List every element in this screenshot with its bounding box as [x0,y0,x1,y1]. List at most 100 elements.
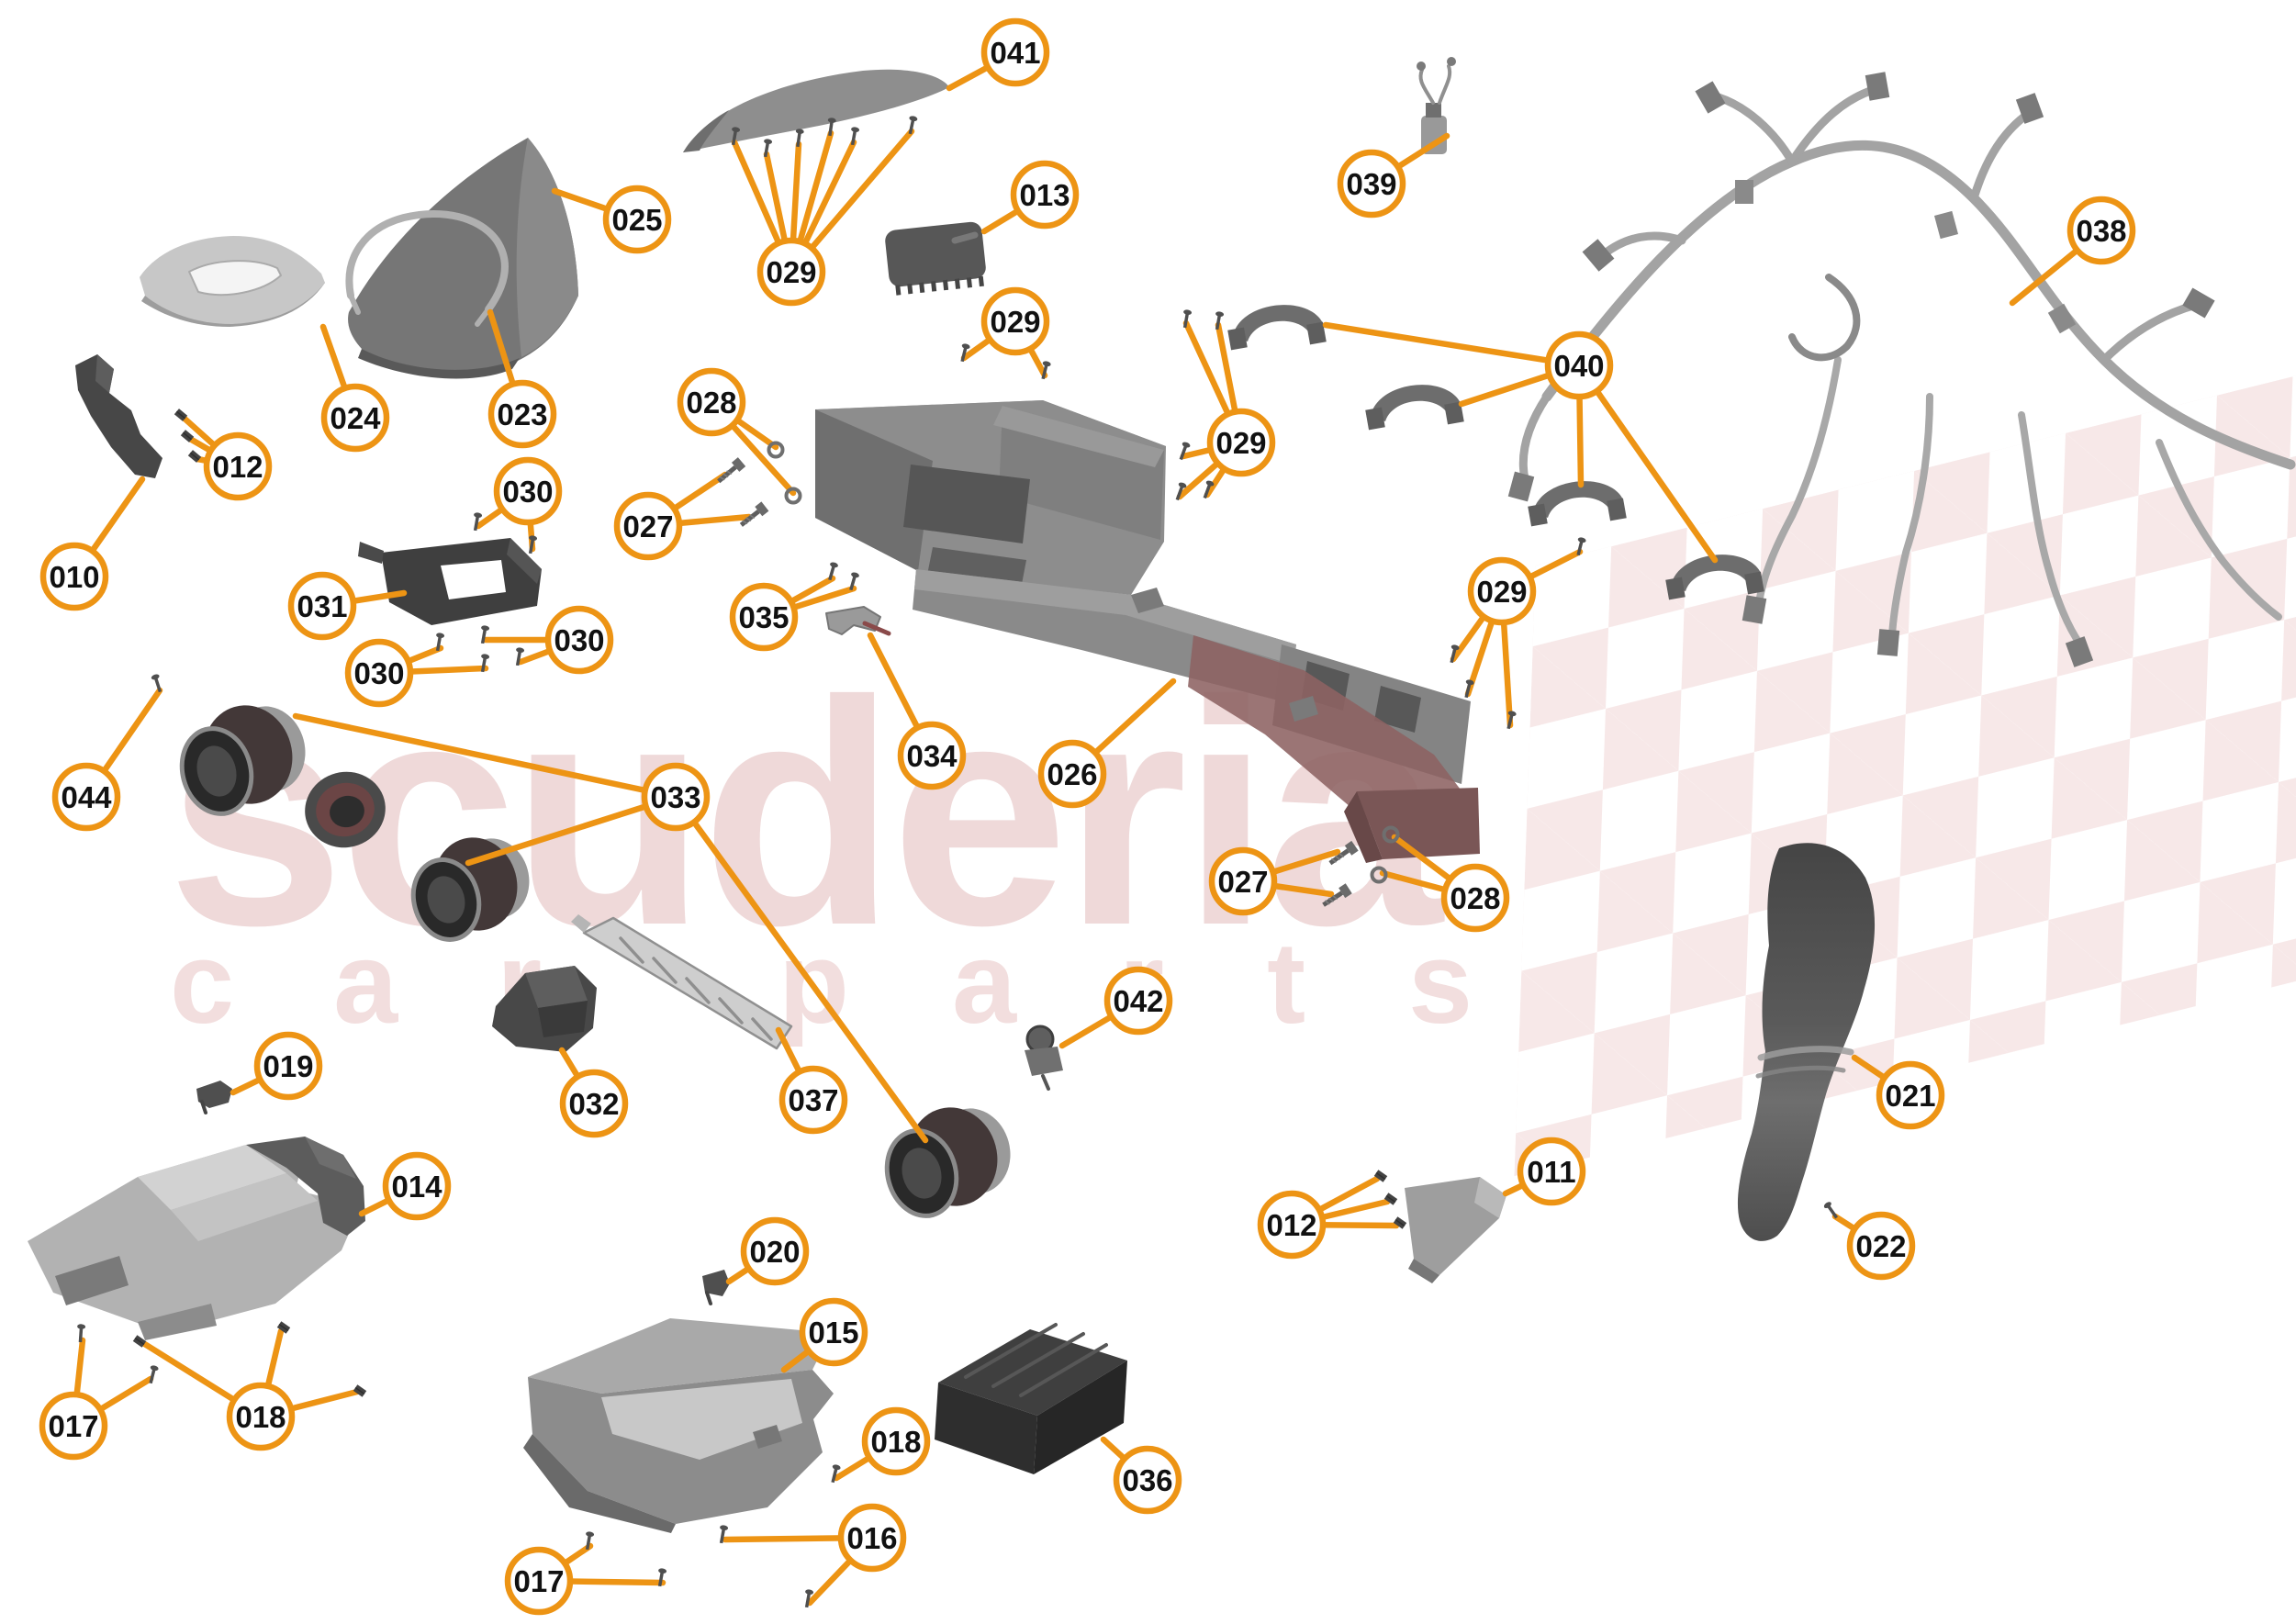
part-shape [1233,305,1323,342]
part-shape [1025,1047,1063,1076]
part-shape [702,1270,730,1296]
callout-019[interactable]: 019 [253,1031,323,1101]
part-sensor-042[interactable] [1025,1025,1063,1091]
part-tweeter-panel-011[interactable] [1405,1177,1506,1283]
part-bracket-020[interactable] [702,1270,730,1305]
callout-027[interactable]: 027 [1208,846,1278,916]
part-woofer-speaker-1[interactable] [173,695,315,822]
callout-033[interactable]: 033 [641,762,711,832]
callout-041[interactable]: 041 [980,17,1050,87]
fastener-pin [719,1525,729,1544]
callout-017[interactable]: 017 [504,1546,574,1616]
callout-018[interactable]: 018 [861,1406,931,1476]
part-shape [2015,93,2044,124]
part-woofer-speaker-4[interactable] [878,1097,1020,1224]
part-shape [753,1425,782,1449]
callout-025[interactable]: 025 [602,185,672,254]
part-bracket-040-b[interactable] [1365,385,1464,431]
callout-026[interactable]: 026 [1037,739,1107,809]
callout-028[interactable]: 028 [1440,863,1510,933]
part-wiring-harness-038[interactable] [1507,72,2296,667]
part-trim-ring-023[interactable] [345,210,509,327]
callout-028[interactable]: 028 [677,367,746,437]
callout-021[interactable]: 021 [1876,1060,1945,1130]
callout-035[interactable]: 035 [729,582,799,652]
svg-text:014: 014 [391,1170,442,1204]
part-bracket-strip-012[interactable] [75,354,162,478]
part-shape [1474,1177,1506,1218]
svg-text:015: 015 [808,1316,858,1350]
fastener-pin [77,1324,86,1343]
part-shape [305,1137,356,1179]
callout-010[interactable]: 010 [39,542,109,611]
callout-040[interactable]: 040 [1544,330,1614,400]
part-shape [1447,57,1456,66]
callout-044[interactable]: 044 [51,762,121,832]
part-shape [1755,356,1842,606]
callout-042[interactable]: 042 [1103,966,1173,1036]
callout-034[interactable]: 034 [897,721,967,790]
part-ecu-module-036[interactable] [935,1323,1127,1474]
part-connector-039[interactable] [1417,57,1456,154]
part-speaker-sleeve-2[interactable] [297,763,394,857]
part-shape [1757,1046,1854,1061]
callout-027[interactable]: 027 [613,491,683,561]
part-retainer-034[interactable] [825,606,891,636]
callout-018[interactable]: 018 [226,1382,296,1451]
part-shape [1507,471,1535,502]
fastener-pin [480,625,490,644]
part-pillar-trim-021[interactable] [1737,843,1876,1241]
callout-016[interactable]: 016 [837,1503,907,1573]
callout-029[interactable]: 029 [1206,408,1276,477]
fastener-pin [585,1531,595,1551]
part-shape [1438,64,1452,105]
part-lattice-rail-037[interactable] [571,914,793,1050]
callout-012[interactable]: 012 [203,431,273,501]
callout-029[interactable]: 029 [1467,556,1537,626]
callout-039[interactable]: 039 [1337,149,1406,218]
part-upper-cover-025[interactable] [348,138,578,379]
part-clip-019[interactable] [196,1081,232,1114]
part-glovebox-015[interactable] [523,1318,834,1533]
callout-020[interactable]: 020 [740,1216,810,1286]
part-dashboard-frame-026[interactable] [815,400,1480,863]
callout-030[interactable]: 030 [344,638,414,708]
callout-038[interactable]: 038 [2066,196,2136,265]
svg-text:010: 010 [49,560,99,594]
part-shape [2182,287,2215,319]
callout-030[interactable]: 030 [544,605,614,675]
fastener-pin [1215,311,1225,330]
part-duct-assembly-014[interactable] [28,1137,365,1340]
callout-029[interactable]: 029 [980,286,1050,356]
callout-017[interactable]: 017 [39,1391,108,1461]
callout-014[interactable]: 014 [382,1151,452,1221]
callout-011[interactable]: 011 [1517,1137,1586,1206]
callout-036[interactable]: 036 [1113,1445,1182,1515]
part-bracket-040-d[interactable] [1665,554,1764,600]
callout-024[interactable]: 024 [320,383,390,453]
callout-013[interactable]: 013 [1010,160,1080,230]
svg-text:018: 018 [870,1425,921,1459]
callout-012[interactable]: 012 [1257,1190,1327,1260]
callout-029[interactable]: 029 [756,237,826,307]
fastener-pin [1041,361,1051,380]
callout-023[interactable]: 023 [487,379,557,449]
svg-text:016: 016 [846,1521,897,1555]
callout-030[interactable]: 030 [493,456,563,526]
part-blower-unit-032[interactable] [492,966,597,1052]
part-mounting-frame-031[interactable] [358,538,542,625]
part-bracket-040-a[interactable] [1227,305,1327,351]
part-bracket-040-c[interactable] [1528,481,1627,527]
part-defroster-strip-041[interactable] [683,69,949,152]
callout-015[interactable]: 015 [799,1297,868,1367]
callout-032[interactable]: 032 [559,1069,629,1138]
callout-022[interactable]: 022 [1846,1211,1916,1281]
svg-text:029: 029 [1476,575,1527,609]
part-shape [751,1017,773,1041]
part-shape [966,277,972,288]
part-grille-pad-013[interactable] [884,221,987,296]
part-cowl-trim-024[interactable] [140,236,325,327]
callout-037[interactable]: 037 [778,1065,848,1135]
part-shape [1344,791,1383,863]
callout-031[interactable]: 031 [287,571,357,641]
